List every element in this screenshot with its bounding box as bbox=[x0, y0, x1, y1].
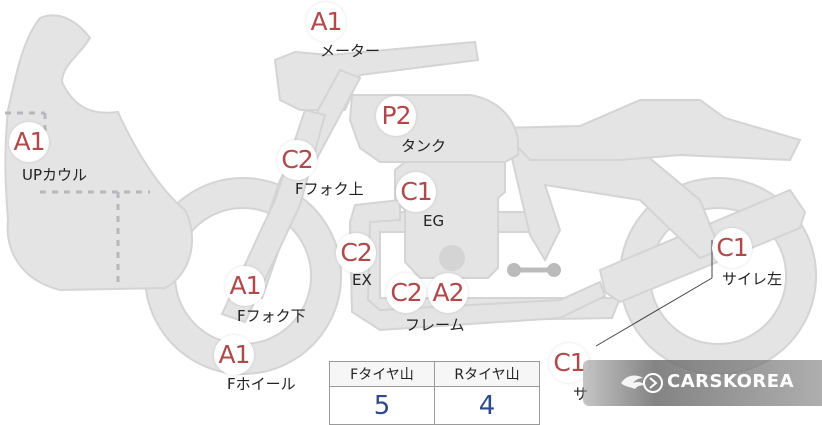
part-code-side: C1 bbox=[549, 343, 589, 383]
part-label-upper-cowl: UPカウル bbox=[22, 166, 88, 184]
tire-tread-table: Fタイヤ山 Rタイヤ山 5 4 bbox=[329, 361, 540, 425]
part-label-silencer-left: サイレ左 bbox=[722, 270, 783, 288]
rear-tire-header: Rタイヤ山 bbox=[434, 361, 540, 387]
part-code-fork-lower: A1 bbox=[225, 266, 265, 306]
part-label-fork-upper: Fフォク上 bbox=[295, 180, 364, 198]
part-code-silencer-left: C1 bbox=[712, 228, 752, 268]
part-code-meter: A1 bbox=[306, 2, 346, 42]
engine-plug bbox=[439, 245, 465, 271]
part-label-exhaust: EX bbox=[352, 271, 372, 289]
rear-tire-value: 4 bbox=[434, 386, 540, 425]
part-code-exhaust: C2 bbox=[336, 233, 376, 273]
meter-area bbox=[273, 40, 480, 111]
front-tire-header: Fタイヤ山 bbox=[329, 361, 435, 387]
flame-logo-icon bbox=[621, 373, 663, 393]
upper-cowl bbox=[4, 14, 194, 292]
part-code-fork-upper: C2 bbox=[277, 140, 317, 180]
part-code-front-wheel: A1 bbox=[214, 335, 254, 375]
part-code-frame-a: A2 bbox=[428, 273, 468, 313]
frame-lower bbox=[348, 198, 607, 332]
watermark: CARSKOREA bbox=[583, 360, 822, 406]
part-code-tank: P2 bbox=[376, 96, 416, 136]
watermark-text: CARSKOREA bbox=[667, 371, 794, 392]
part-label-frame: フレーム bbox=[405, 316, 465, 334]
front-tire-value: 5 bbox=[329, 386, 435, 425]
part-code-upper-cowl: A1 bbox=[9, 122, 49, 162]
part-code-engine: C1 bbox=[396, 172, 436, 212]
part-label-engine: EG bbox=[423, 212, 445, 230]
seat bbox=[497, 99, 802, 162]
part-label-front-wheel: Fホイール bbox=[227, 375, 296, 393]
part-label-meter: メーター bbox=[320, 42, 381, 60]
part-code-frame-c: C2 bbox=[386, 273, 426, 313]
part-label-fork-lower: Fフォク下 bbox=[237, 307, 306, 325]
part-label-tank: タンク bbox=[401, 137, 447, 155]
rear-frame bbox=[508, 149, 722, 263]
